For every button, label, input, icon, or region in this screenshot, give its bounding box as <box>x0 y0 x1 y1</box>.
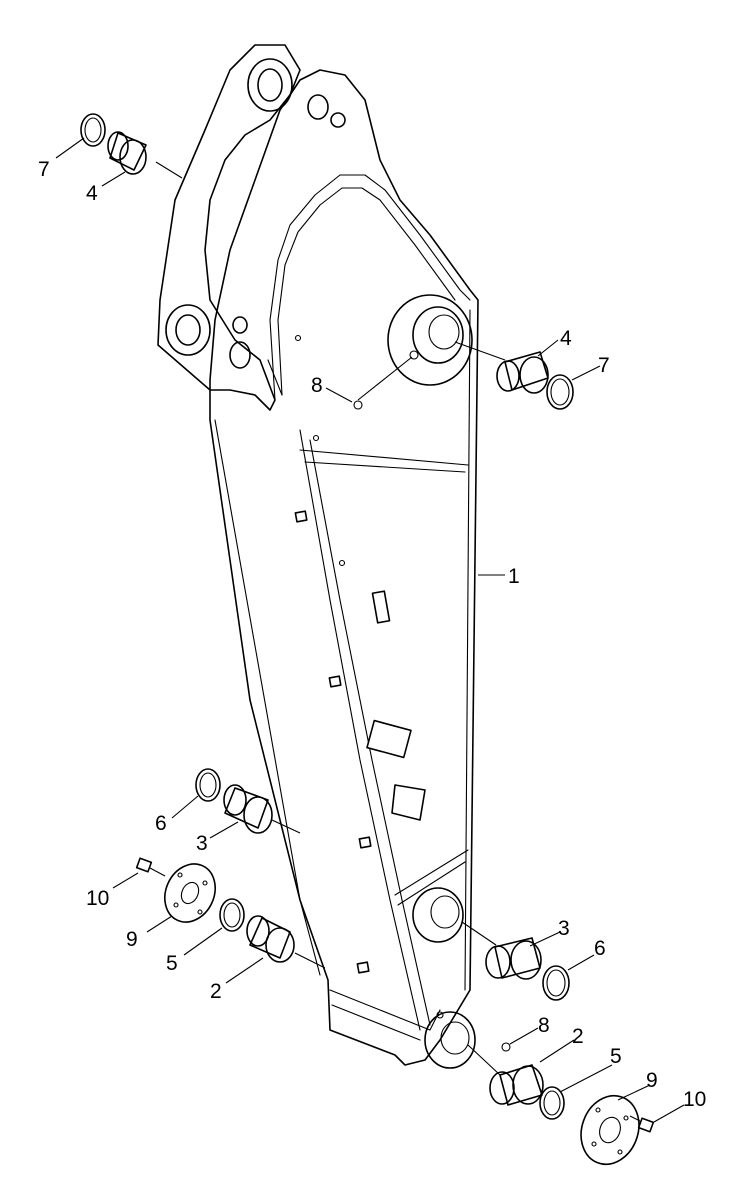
part-6-ring-left <box>195 768 221 802</box>
callout-8-top: 8 <box>311 374 323 397</box>
callout-4-top: 4 <box>86 182 98 205</box>
callout-2-right: 2 <box>572 1025 584 1048</box>
callout-leaders <box>55 137 685 1123</box>
part-3-bushing-left <box>223 784 273 834</box>
callout-7-right: 7 <box>598 354 610 377</box>
callout-6-right: 6 <box>594 937 606 960</box>
part-10-bolt-right <box>629 1115 655 1133</box>
part-3-bushing-right <box>485 937 542 980</box>
part-4-bushing-top <box>107 131 147 175</box>
callout-7-top: 7 <box>38 158 50 181</box>
callout-5-right: 5 <box>610 1045 622 1068</box>
callout-1: 1 <box>508 565 520 588</box>
callout-labels: 1 2 2 3 3 4 4 5 5 6 6 7 7 8 8 9 9 10 10 <box>38 158 706 1111</box>
callout-5-left: 5 <box>166 952 178 975</box>
arm-body <box>157 44 479 1066</box>
callout-8-bottom: 8 <box>538 1014 550 1037</box>
callout-4-right: 4 <box>560 327 572 350</box>
part-6-ring-right <box>542 965 570 1001</box>
callout-9-left: 9 <box>126 928 138 951</box>
callout-6-left: 6 <box>155 812 167 835</box>
part-4-bushing-right <box>496 351 549 394</box>
part-7-ring-right <box>546 374 574 410</box>
part-5-ring-right <box>539 1086 565 1120</box>
callout-10-right: 10 <box>683 1088 706 1111</box>
part-10-bolt-left <box>135 857 166 877</box>
callout-2-left: 2 <box>210 980 222 1003</box>
callout-9-right: 9 <box>646 1069 658 1092</box>
part-9-plate-left <box>164 863 216 923</box>
part-2-bushing-left <box>246 915 295 963</box>
part-2-bushing-right <box>489 1064 544 1106</box>
part-9-plate-right <box>580 1094 640 1166</box>
arm-fittings <box>294 334 511 1052</box>
callout-3-left: 3 <box>196 832 208 855</box>
callout-3-right: 3 <box>558 917 570 940</box>
arm-bosses <box>165 58 476 1069</box>
callout-10-left: 10 <box>86 887 109 910</box>
part-5-ring-left <box>219 898 245 932</box>
part-7-ring-top <box>80 113 106 147</box>
